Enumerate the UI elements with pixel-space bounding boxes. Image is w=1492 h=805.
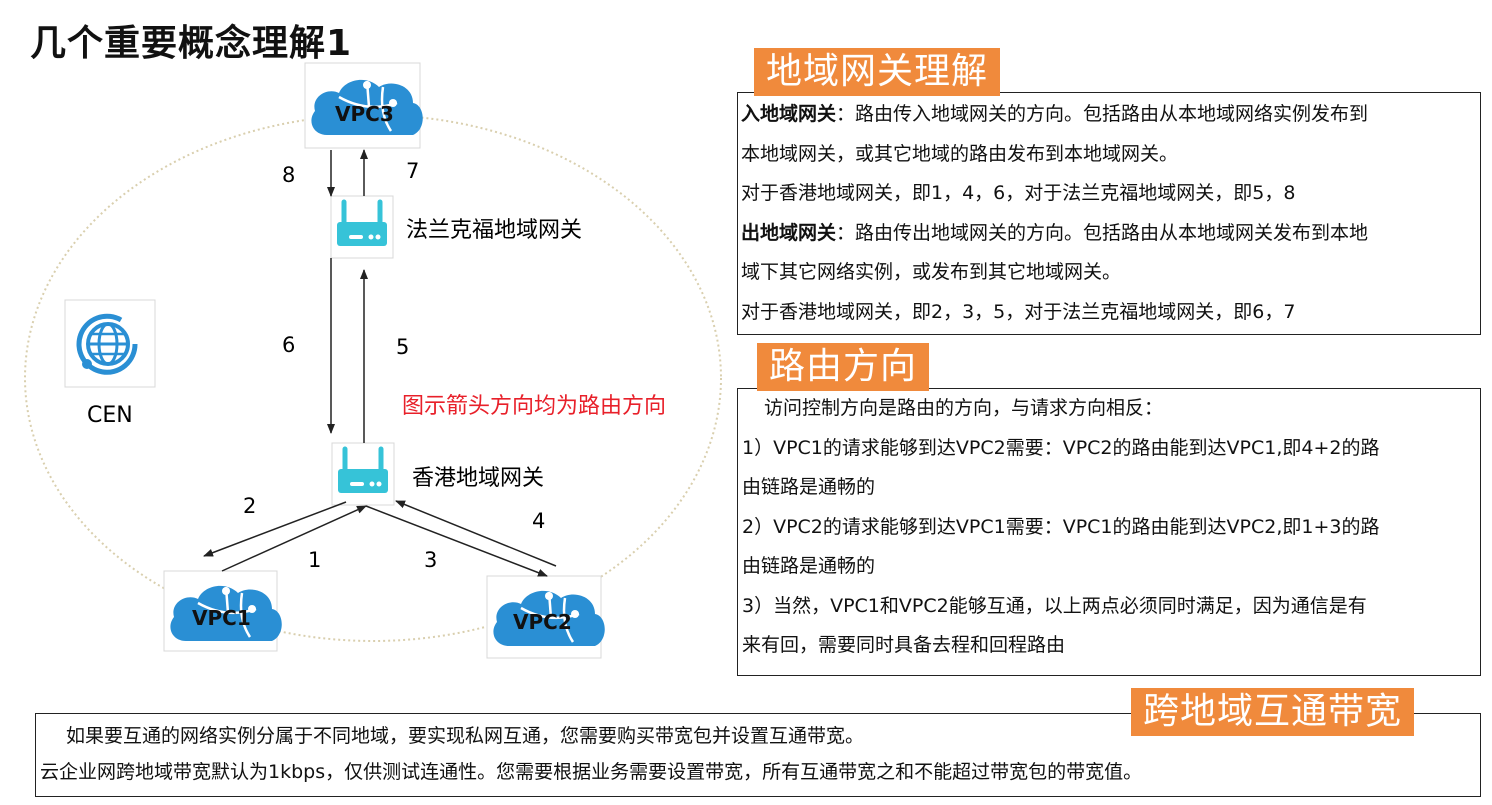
arrow-3 bbox=[365, 505, 548, 577]
out-gateway-label: 出地域网关 bbox=[741, 221, 837, 244]
vpc3-node: VPC3 bbox=[304, 62, 425, 149]
arrow-4 bbox=[395, 500, 557, 567]
frankfurt-gateway-node bbox=[331, 196, 393, 258]
router-icon bbox=[331, 196, 393, 258]
vpc3-label: VPC3 bbox=[335, 102, 394, 126]
route-line: 由链路是通畅的 bbox=[742, 555, 876, 577]
arrow-1 bbox=[221, 505, 367, 572]
arrow-label: 8 bbox=[282, 163, 295, 187]
vpc1-label: VPC1 bbox=[192, 606, 251, 630]
hongkong-gateway-node bbox=[332, 443, 394, 505]
in-gateway-text: ：路由传入地域网关的方向。包括路由从本地域网络实例发布到 bbox=[836, 103, 1369, 125]
router-icon bbox=[332, 443, 394, 505]
frankfurt-gateway-label: 法兰克福地域网关 bbox=[406, 218, 582, 243]
route-direction-box: 访问控制方向是路由的方向，与请求方向相反： 1）VPC1的请求能够到达VPC2需… bbox=[737, 388, 1481, 676]
arrow-label: 2 bbox=[243, 494, 256, 518]
gateway-concept-tag: 地域网关理解 bbox=[754, 48, 1001, 96]
arrow-label: 5 bbox=[396, 335, 409, 359]
in-gateway-label: 入地域网关 bbox=[741, 103, 837, 125]
out-gateway-text: ：路由传出地域网关的方向。包括路由从本地域网关发布到本地 bbox=[836, 221, 1369, 244]
route-direction-tag: 路由方向 bbox=[757, 343, 930, 391]
arrow-label: 6 bbox=[282, 333, 295, 357]
route-direction-note: 图示箭头方向均为路由方向 bbox=[402, 394, 667, 419]
route-line: 3）当然，VPC1和VPC2能够互通，以上两点必须同时满足，因为通信是有 bbox=[742, 594, 1367, 617]
route-line: 1）VPC1的请求能够到达VPC2需要：VPC2的路由能到达VPC1,即4+2的… bbox=[742, 436, 1380, 459]
in-gateway-example: 对于香港地域网关，即1，4，6，对于法兰克福地域网关，即5，8 bbox=[741, 182, 1296, 204]
arrow-label: 7 bbox=[406, 159, 419, 183]
hongkong-gateway-label: 香港地域网关 bbox=[412, 466, 544, 491]
vpc2-node: VPC2 bbox=[486, 575, 607, 659]
network-diagram: VPC3 法兰克福地域网关 香港地域网关 VPC1 VPC2 CEN bbox=[24, 62, 722, 659]
arrow-label: 1 bbox=[308, 548, 321, 572]
vpc2-label: VPC2 bbox=[513, 610, 572, 634]
bandwidth-line-2: 云企业网跨地域带宽默认为1kbps，仅供测试连通性。您需要根据业务需要设置带宽，… bbox=[40, 761, 1143, 783]
route-line: 访问控制方向是路由的方向，与请求方向相反： bbox=[764, 397, 1164, 419]
globe-icon bbox=[76, 313, 138, 375]
arrow-2 bbox=[203, 501, 347, 557]
route-line: 由链路是通畅的 bbox=[742, 476, 876, 498]
cen-label: CEN bbox=[87, 403, 133, 428]
bandwidth-line-1: 如果要互通的网络实例分属于不同地域，要实现私网互通，您需要购买带宽包并设置互通带… bbox=[66, 725, 865, 747]
out-gateway-text-2: 域下其它网络实例，或发布到其它地域网关。 bbox=[741, 261, 1122, 283]
in-gateway-text-2: 本地域网关，或其它地域的路由发布到本地域网关。 bbox=[741, 142, 1179, 165]
cen-node bbox=[64, 299, 156, 388]
gateway-concept-box: 入地域网关：路由传入地域网关的方向。包括路由从本地域网络实例发布到 本地域网关，… bbox=[737, 92, 1481, 335]
bandwidth-tag: 跨地域互通带宽 bbox=[1131, 688, 1415, 736]
route-line: 来有回，需要同时具备去程和回程路由 bbox=[742, 634, 1066, 656]
page-title: 几个重要概念理解1 bbox=[30, 23, 353, 64]
out-gateway-example: 对于香港地域网关，即2，3，5，对于法兰克福地域网关，即6，7 bbox=[741, 300, 1296, 323]
route-line: 2）VPC2的请求能够到达VPC1需要：VPC1的路由能到达VPC2,即1+3的… bbox=[742, 515, 1380, 538]
vpc1-node: VPC1 bbox=[163, 570, 284, 652]
arrow-label: 3 bbox=[424, 548, 437, 572]
arrow-label: 4 bbox=[532, 509, 545, 533]
